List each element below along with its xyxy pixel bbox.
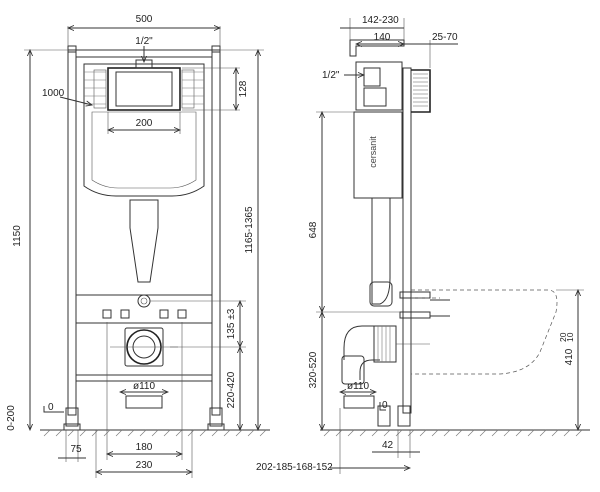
front-right-post — [211, 49, 221, 416]
side-cistern-body — [353, 111, 403, 199]
dim-side-inlet: 1/2" — [322, 70, 340, 81]
side-outlet-elbow — [341, 355, 365, 385]
side-brand-label: cersanit — [368, 136, 378, 168]
dim-wall-range: 25-70 — [432, 32, 458, 43]
dim-side-outlet-dia: ø110 — [347, 381, 369, 392]
dim-depth: 140 — [374, 32, 391, 43]
dim-foot-width: 75 — [70, 444, 82, 455]
dim-depth-range: 142-230 — [362, 15, 399, 26]
dim-pan-tol-up: 20 — [558, 332, 568, 342]
dim-front-inlet: 1/2" — [135, 36, 153, 47]
wall-fixing — [411, 69, 431, 113]
dim-pan-tol-down: 10 — [565, 332, 575, 342]
toilet-bowl-outline — [411, 289, 558, 375]
dim-total-height: 1150 — [12, 225, 23, 247]
side-cistern-top — [355, 61, 403, 111]
dim-side-outlet-height: 320-520 — [308, 351, 319, 388]
flush-pipe — [129, 199, 159, 283]
dim-pan-height: 410 — [564, 348, 575, 365]
dim-frame-bottom-width: 230 — [136, 460, 153, 471]
side-outlet-connector — [373, 325, 397, 363]
dim-button-width: 200 — [136, 118, 153, 129]
dim-front-outlet-dia: ø110 — [133, 381, 155, 392]
side-view: cersanit — [256, 15, 590, 474]
dim-front-zero: 0 — [48, 402, 54, 413]
dim-front-width: 500 — [136, 14, 153, 25]
dim-button-height: 128 — [238, 80, 249, 97]
dim-adjust-height: 1165-1365 — [244, 206, 255, 254]
dim-outlet-depth: 202-185-168-152 — [256, 462, 333, 473]
dim-bolt-spacing-v: 135 ±3 — [226, 308, 237, 339]
front-left-post — [67, 49, 77, 416]
dim-bolt-spacing-h: 180 — [136, 442, 153, 453]
mounting-crossbar — [75, 294, 213, 324]
dim-offset: 42 — [382, 440, 394, 451]
dim-outlet-height: 220-420 — [226, 371, 237, 408]
dim-supply-height: 648 — [308, 221, 319, 238]
side-wall-post — [402, 67, 412, 414]
dim-floor-adjust: 0-200 — [6, 405, 17, 431]
cistern-tank — [83, 63, 205, 197]
flush-button-opening — [107, 67, 181, 111]
front-view: 500 1/2" 1000 128 200 1150 1165-1365 135… — [6, 14, 270, 478]
dim-front-1000: 1000 — [42, 88, 65, 99]
front-bottom-elbow — [125, 395, 163, 409]
dim-side-zero: 0 — [382, 400, 388, 411]
